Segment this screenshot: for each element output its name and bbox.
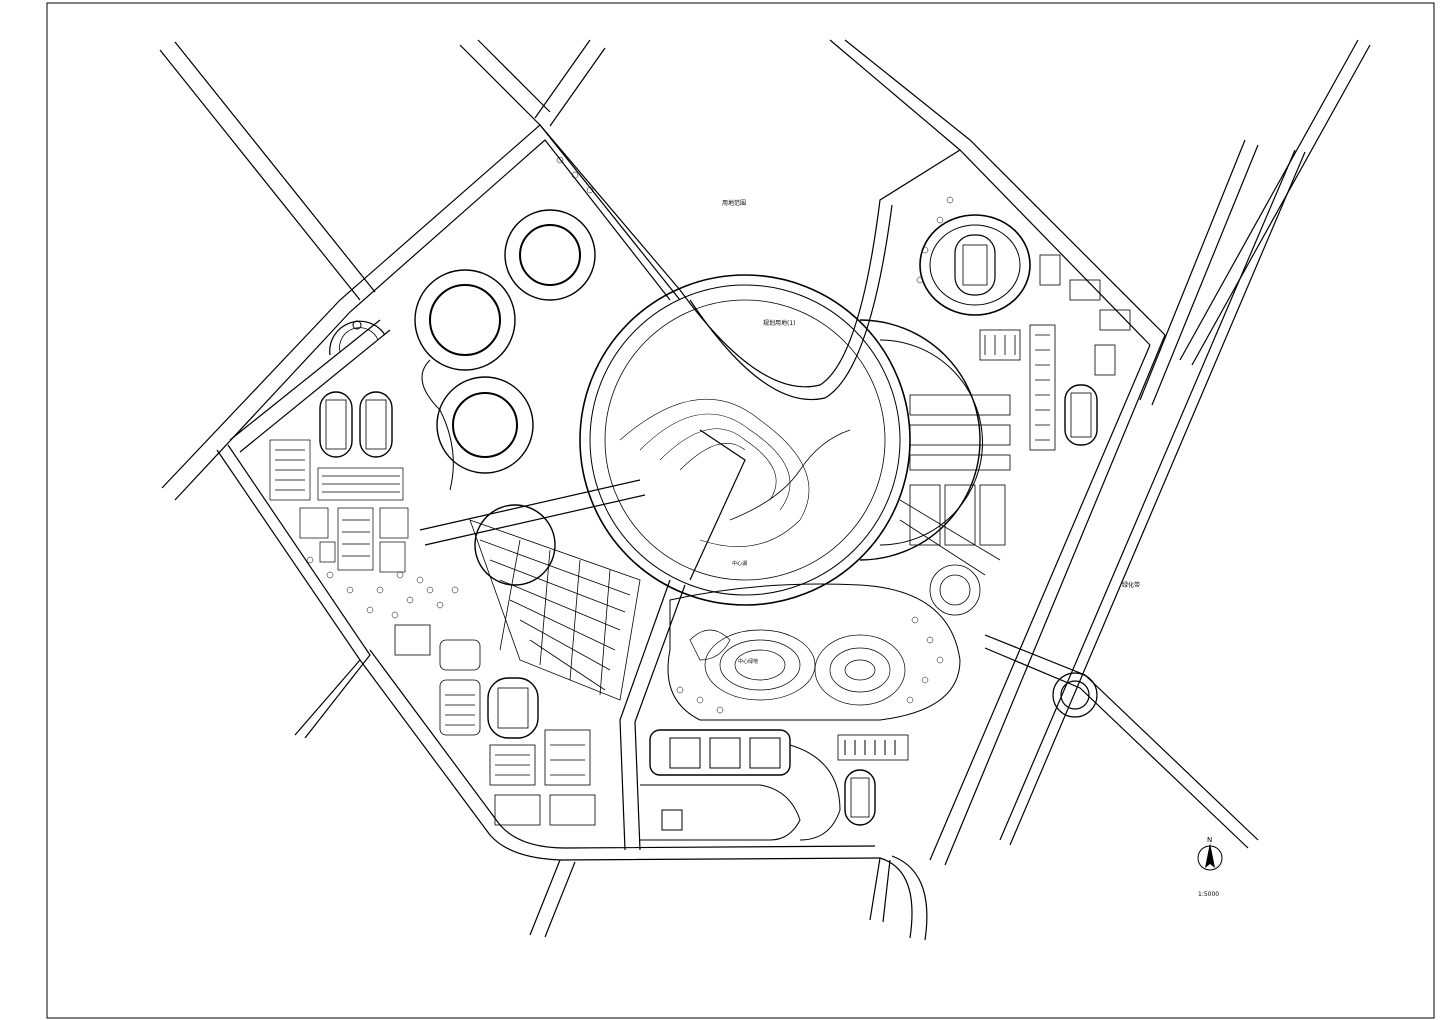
dorm-blocks-southwest — [394, 624, 596, 826]
northeast-stadium — [919, 214, 1098, 446]
zone-label-top: 用地范围 — [722, 199, 746, 207]
north-label: N — [1207, 836, 1212, 844]
east-linear-buildings — [899, 254, 1131, 616]
zone-label-right: 绿化带 — [1122, 581, 1140, 589]
road-network — [159, 39, 1371, 941]
hill-label: 中心绿地 — [738, 658, 758, 665]
north-arrow-icon — [1197, 843, 1223, 871]
drawing-frame — [46, 2, 1435, 1019]
east-semicircle — [859, 319, 983, 561]
southeast-complex — [640, 729, 909, 841]
central-ring — [579, 274, 911, 606]
dense-building-mass — [469, 519, 641, 701]
south-park-contours — [667, 583, 961, 721]
round-building-cluster — [414, 209, 596, 586]
zone-label-mid: 规划用地(1) — [763, 319, 796, 327]
lake-label: 中心湖 — [732, 560, 747, 567]
scale-text: 1:5000 — [1198, 891, 1219, 898]
courts-grid-west — [269, 439, 409, 573]
roundabout-icon — [329, 320, 386, 356]
tree-planting — [306, 156, 954, 714]
sports-fields-west — [319, 391, 393, 458]
